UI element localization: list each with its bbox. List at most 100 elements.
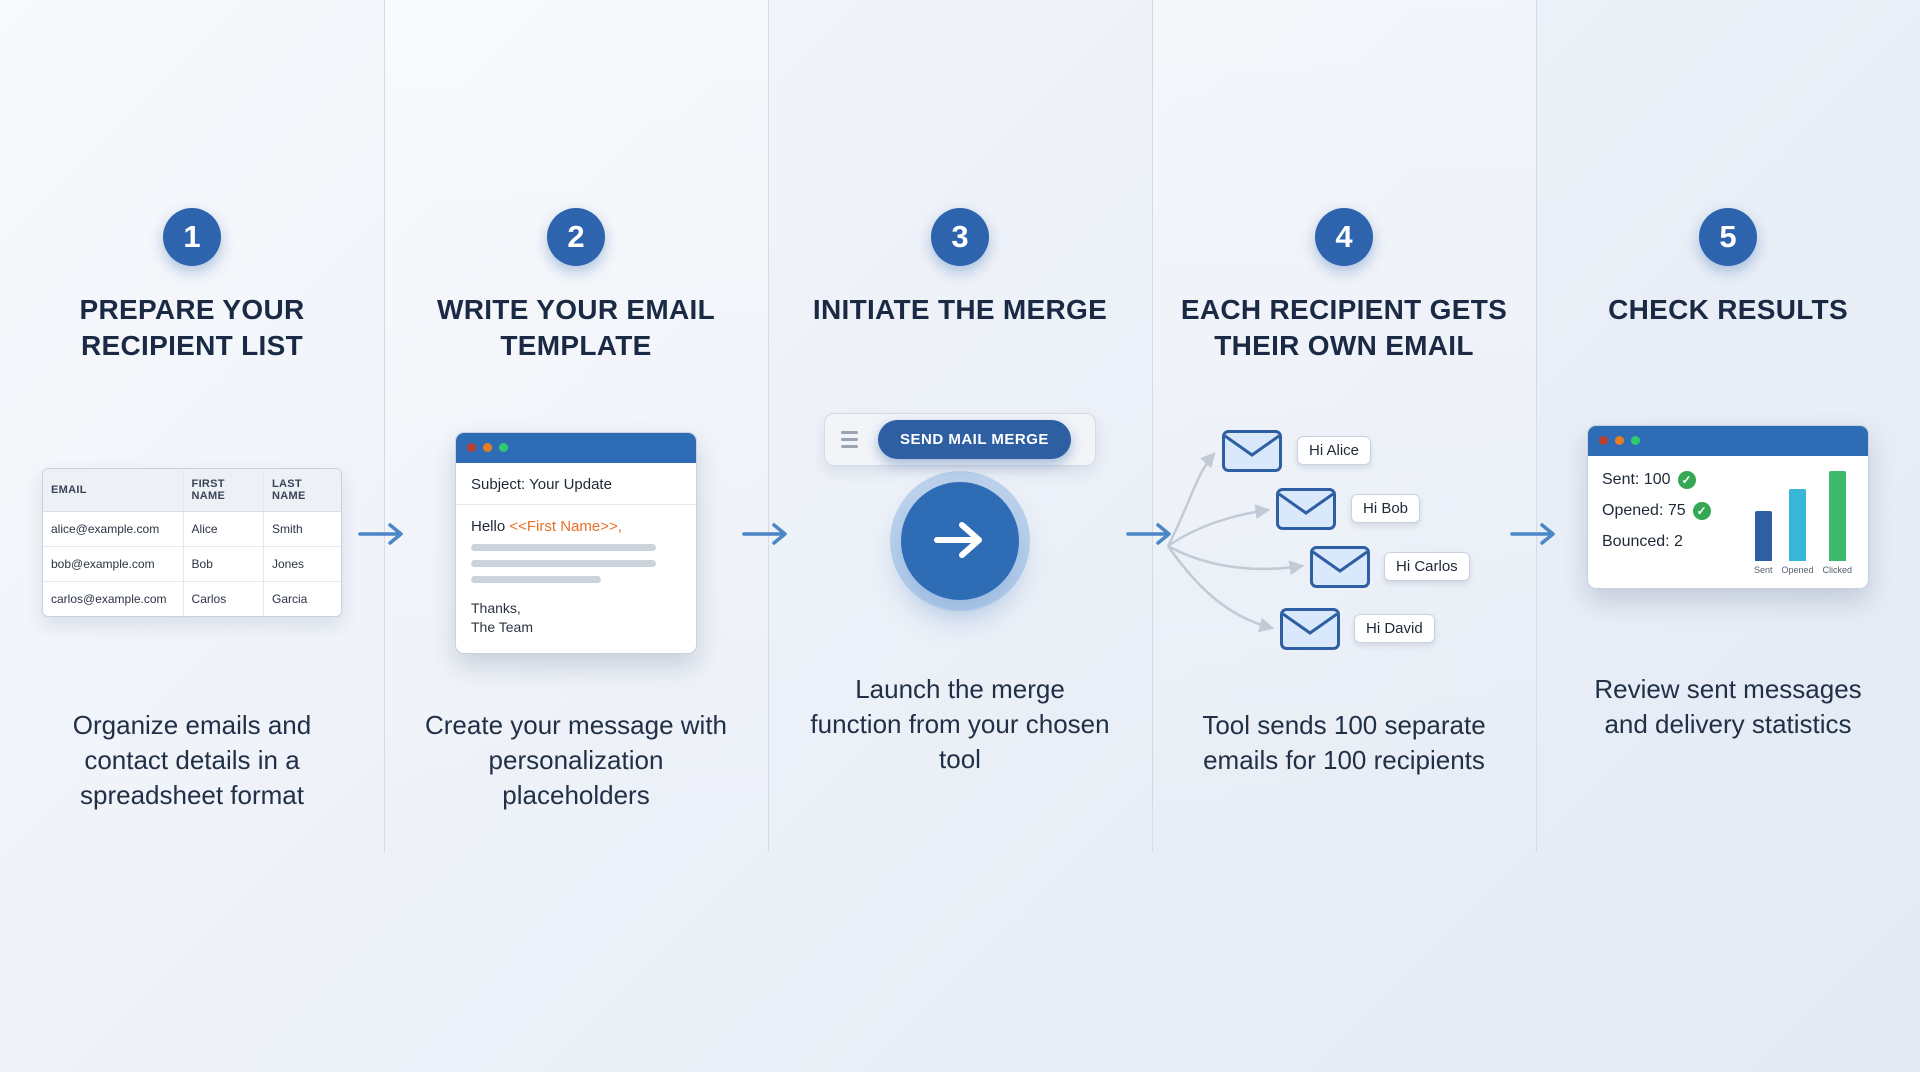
step-title: EACH RECIPIENT GETS THEIR OWN EMAIL — [1180, 294, 1508, 361]
step-arrow-icon — [357, 520, 411, 553]
email-signoff: Thanks, The Team — [471, 599, 681, 637]
window-dot-red-icon — [1599, 436, 1608, 446]
table-header-row: EMAIL FIRST NAME LAST NAME — [43, 469, 341, 513]
results-body: Sent: 100 ✓ Opened: 75 ✓ Bounced: 2 — [1588, 456, 1868, 588]
table-row: carlos@example.com Carlos Garcia — [43, 581, 341, 617]
step-number: 5 — [1719, 219, 1737, 254]
step-5-graphic: Sent: 100 ✓ Opened: 75 ✓ Bounced: 2 — [1536, 342, 1920, 672]
merge-launch-button[interactable] — [901, 482, 1019, 601]
step-1-column: 1 PREPARE YOUR RECIPIENT LIST EMAIL FIRS… — [0, 0, 384, 1072]
step-1-graphic: EMAIL FIRST NAME LAST NAME alice@example… — [0, 378, 384, 708]
cell-email: carlos@example.com — [51, 592, 167, 607]
step-caption: Organize emails and contact details in a… — [72, 709, 312, 810]
envelope-icon — [1310, 545, 1370, 593]
cell-last-name: Smith — [263, 511, 341, 548]
column-header-first-name: FIRST NAME — [182, 469, 264, 513]
window-titlebar — [456, 432, 696, 463]
column-divider — [768, 0, 769, 852]
column-divider — [1152, 0, 1153, 852]
email-body: Hello <<First Name>>, Thanks, The Team — [456, 505, 696, 653]
stat-label: Bounced: 2 — [1602, 532, 1683, 550]
step-number-badge: 1 — [163, 208, 221, 266]
recipient-chip: Hi David — [1354, 613, 1435, 643]
recipient-chip: Hi Carlos — [1384, 551, 1470, 581]
window-dot-orange-icon — [1615, 436, 1624, 446]
email-greeting: Hello <<First Name>>, — [471, 518, 681, 535]
window-dot-red-icon — [467, 443, 476, 453]
recipient-chip: Hi Alice — [1297, 435, 1372, 465]
bar — [1754, 510, 1772, 561]
step-caption: Review sent messages and delivery statis… — [1594, 673, 1862, 739]
step-3-graphic: SEND MAIL MERGE — [768, 342, 1152, 672]
send-mail-merge-button[interactable]: SEND MAIL MERGE — [878, 420, 1071, 460]
text-placeholder-line — [471, 559, 656, 567]
bar-label: Clicked — [1822, 564, 1852, 575]
cell-first-name: Alice — [182, 511, 264, 548]
stat-row-bounced: Bounced: 2 — [1602, 533, 1711, 551]
step-title: INITIATE THE MERGE — [812, 294, 1108, 325]
email-fanout: Hi Alice Hi Bob Hi Carlos Hi David — [1152, 378, 1536, 708]
recipient-chip: Hi Bob — [1351, 493, 1421, 523]
window-dot-green-icon — [1631, 436, 1640, 446]
bar-clicked: Clicked — [1822, 470, 1852, 575]
table-row: bob@example.com Bob Jones — [43, 546, 341, 583]
step-title: PREPARE YOUR RECIPIENT LIST — [79, 294, 305, 361]
column-header-last-name: LAST NAME — [263, 469, 341, 513]
column-header-email: EMAIL — [43, 469, 184, 513]
step-number: 2 — [567, 219, 585, 254]
step-title: WRITE YOUR EMAIL TEMPLATE — [436, 294, 716, 361]
bar-label: Sent — [1753, 564, 1773, 575]
step-number-badge: 5 — [1699, 208, 1757, 266]
fanout-connector-arrows — [1166, 451, 1305, 632]
step-number-badge: 3 — [931, 208, 989, 266]
column-divider — [384, 0, 385, 852]
window-dot-green-icon — [499, 443, 508, 453]
stat-label: Opened: 75 — [1602, 501, 1686, 519]
results-window: Sent: 100 ✓ Opened: 75 ✓ Bounced: 2 — [1587, 424, 1869, 589]
cell-email: alice@example.com — [43, 511, 184, 548]
check-icon: ✓ — [1692, 501, 1711, 520]
envelope-icon — [1276, 487, 1336, 535]
check-icon: ✓ — [1677, 470, 1696, 489]
step-number: 4 — [1335, 219, 1353, 254]
merge-toolbar: SEND MAIL MERGE — [824, 413, 1096, 467]
step-caption: Launch the merge function from your chos… — [810, 673, 1110, 775]
greeting-text: Hello — [471, 517, 510, 535]
table-row: alice@example.com Alice Smith — [43, 511, 341, 548]
step-arrow-icon — [741, 520, 795, 553]
step-number-badge: 2 — [547, 208, 605, 266]
envelope-icon — [1222, 429, 1282, 477]
text-placeholder-line — [471, 543, 656, 551]
bar — [1828, 470, 1846, 561]
email-template-window: Subject: Your Update Hello <<First Name>… — [455, 431, 697, 654]
delivery-bar-chart: Sent Opened Clicked — [1753, 470, 1854, 575]
recipient-table-card: EMAIL FIRST NAME LAST NAME alice@example… — [42, 468, 342, 618]
bar-label: Opened — [1781, 564, 1814, 575]
text-placeholder-line — [471, 575, 602, 583]
bar — [1788, 488, 1806, 561]
stat-row-opened: Opened: 75 ✓ — [1602, 501, 1711, 520]
step-caption: Tool sends 100 separate emails for 100 r… — [1202, 709, 1486, 775]
step-2-graphic: Subject: Your Update Hello <<First Name>… — [384, 378, 768, 708]
step-number: 3 — [951, 219, 969, 254]
stat-row-sent: Sent: 100 ✓ — [1602, 470, 1711, 489]
menu-icon — [837, 431, 862, 449]
cell-last-name: Garcia — [263, 581, 341, 617]
step-title: CHECK RESULTS — [1608, 294, 1848, 325]
merge-control-stack: SEND MAIL MERGE — [824, 413, 1096, 601]
recipient-table: EMAIL FIRST NAME LAST NAME alice@example… — [43, 469, 341, 617]
email-subject-line: Subject: Your Update — [456, 463, 696, 505]
step-4-column: 4 EACH RECIPIENT GETS THEIR OWN EMAIL — [1152, 0, 1536, 1072]
step-number-badge: 4 — [1315, 208, 1373, 266]
cell-email: bob@example.com — [43, 546, 184, 583]
cell-first-name: Bob — [182, 546, 264, 583]
bar-sent: Sent — [1753, 510, 1773, 575]
column-divider — [1536, 0, 1537, 852]
window-dot-orange-icon — [483, 443, 492, 453]
step-number: 1 — [183, 219, 201, 254]
step-4-graphic: Hi Alice Hi Bob Hi Carlos Hi David — [1152, 378, 1536, 708]
step-3-column: 3 INITIATE THE MERGE SEND MAIL MERGE — [768, 0, 1152, 1072]
step-5-column: 5 CHECK RESULTS Sent: 100 ✓ — [1536, 0, 1920, 1072]
